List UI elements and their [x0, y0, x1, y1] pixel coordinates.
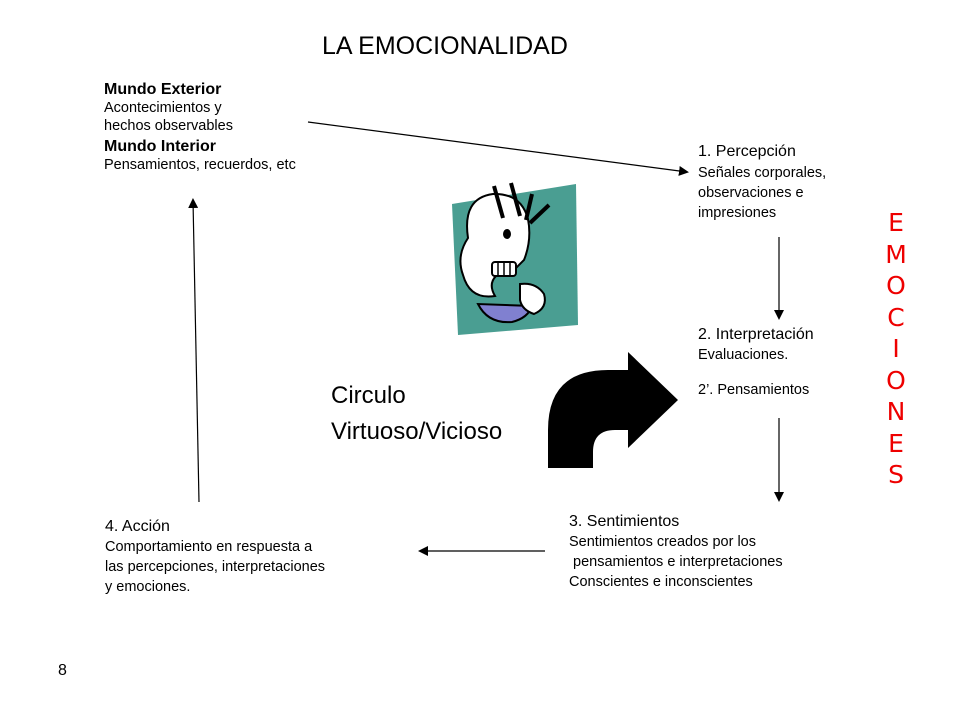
emociones-letter: M — [885, 239, 907, 269]
accion-line: y emociones. — [105, 579, 191, 595]
circulo-line1: Circulo — [331, 382, 406, 409]
sentimientos-line: Sentimientos creados por los — [569, 534, 756, 550]
arrow-accion-to-mundo — [188, 198, 200, 503]
page-title: LA EMOCIONALIDAD — [322, 32, 568, 60]
interpretacion-block: 2. Interpretación Evaluaciones. 2’. Pens… — [698, 326, 814, 399]
stressed-person-clipart — [452, 182, 578, 335]
sentimientos-line: Conscientes e inconscientes — [569, 574, 753, 590]
percepcion-line: Señales corporales, — [698, 165, 827, 181]
circulo-line2: Virtuoso/Vicioso — [331, 418, 503, 445]
interpretacion-label: 2. Interpretación — [698, 326, 814, 343]
emociones-letter: N — [886, 397, 906, 426]
emociones-letter: C — [887, 302, 905, 332]
emociones-letter: O — [886, 365, 906, 395]
emociones-letter: E — [888, 428, 904, 458]
emociones-letter: I — [892, 334, 900, 363]
percepcion-label: 1. Percepción — [698, 143, 796, 160]
accion-label: 4. Acción — [105, 518, 170, 535]
sentimientos-line: pensamientos e interpretaciones — [569, 554, 783, 570]
turn-arrow-icon — [548, 352, 678, 468]
sentimientos-block: 3. Sentimientos Sentimientos creados por… — [569, 513, 783, 591]
accion-line: Comportamiento en respuesta a — [105, 539, 313, 555]
interpretacion-text: Evaluaciones. — [698, 347, 789, 363]
interpretacion-extra: 2’. Pensamientos — [698, 382, 810, 398]
arrow-mundo-to-percepcion — [307, 121, 689, 176]
sentimientos-label: 3. Sentimientos — [569, 513, 680, 530]
percepcion-line: impresiones — [698, 205, 777, 221]
mundo-exterior-line: Acontecimientos y — [104, 100, 222, 116]
circulo-label: Circulo Virtuoso/Vicioso — [331, 382, 502, 446]
accion-line: las percepciones, interpretaciones — [105, 559, 326, 575]
page-number: 8 — [58, 662, 67, 679]
emociones-vertical: E M O C I O N E S — [881, 207, 911, 491]
percepcion-line: observaciones e — [698, 185, 804, 201]
mundo-interior-label: Mundo Interior — [104, 138, 216, 155]
percepcion-block: 1. Percepción Señales corporales, observ… — [698, 143, 826, 222]
emociones-letter: E — [888, 208, 904, 237]
mundo-exterior-line: hechos observables — [104, 118, 233, 134]
emociones-letter: O — [886, 271, 906, 300]
mundo-block: Mundo Exterior Acontecimientos y hechos … — [104, 81, 296, 174]
mundo-exterior-label: Mundo Exterior — [104, 81, 222, 98]
mundo-interior-text: Pensamientos, recuerdos, etc — [104, 157, 296, 173]
emociones-letter: S — [888, 460, 904, 489]
accion-block: 4. Acción Comportamiento en respuesta a … — [105, 518, 325, 596]
